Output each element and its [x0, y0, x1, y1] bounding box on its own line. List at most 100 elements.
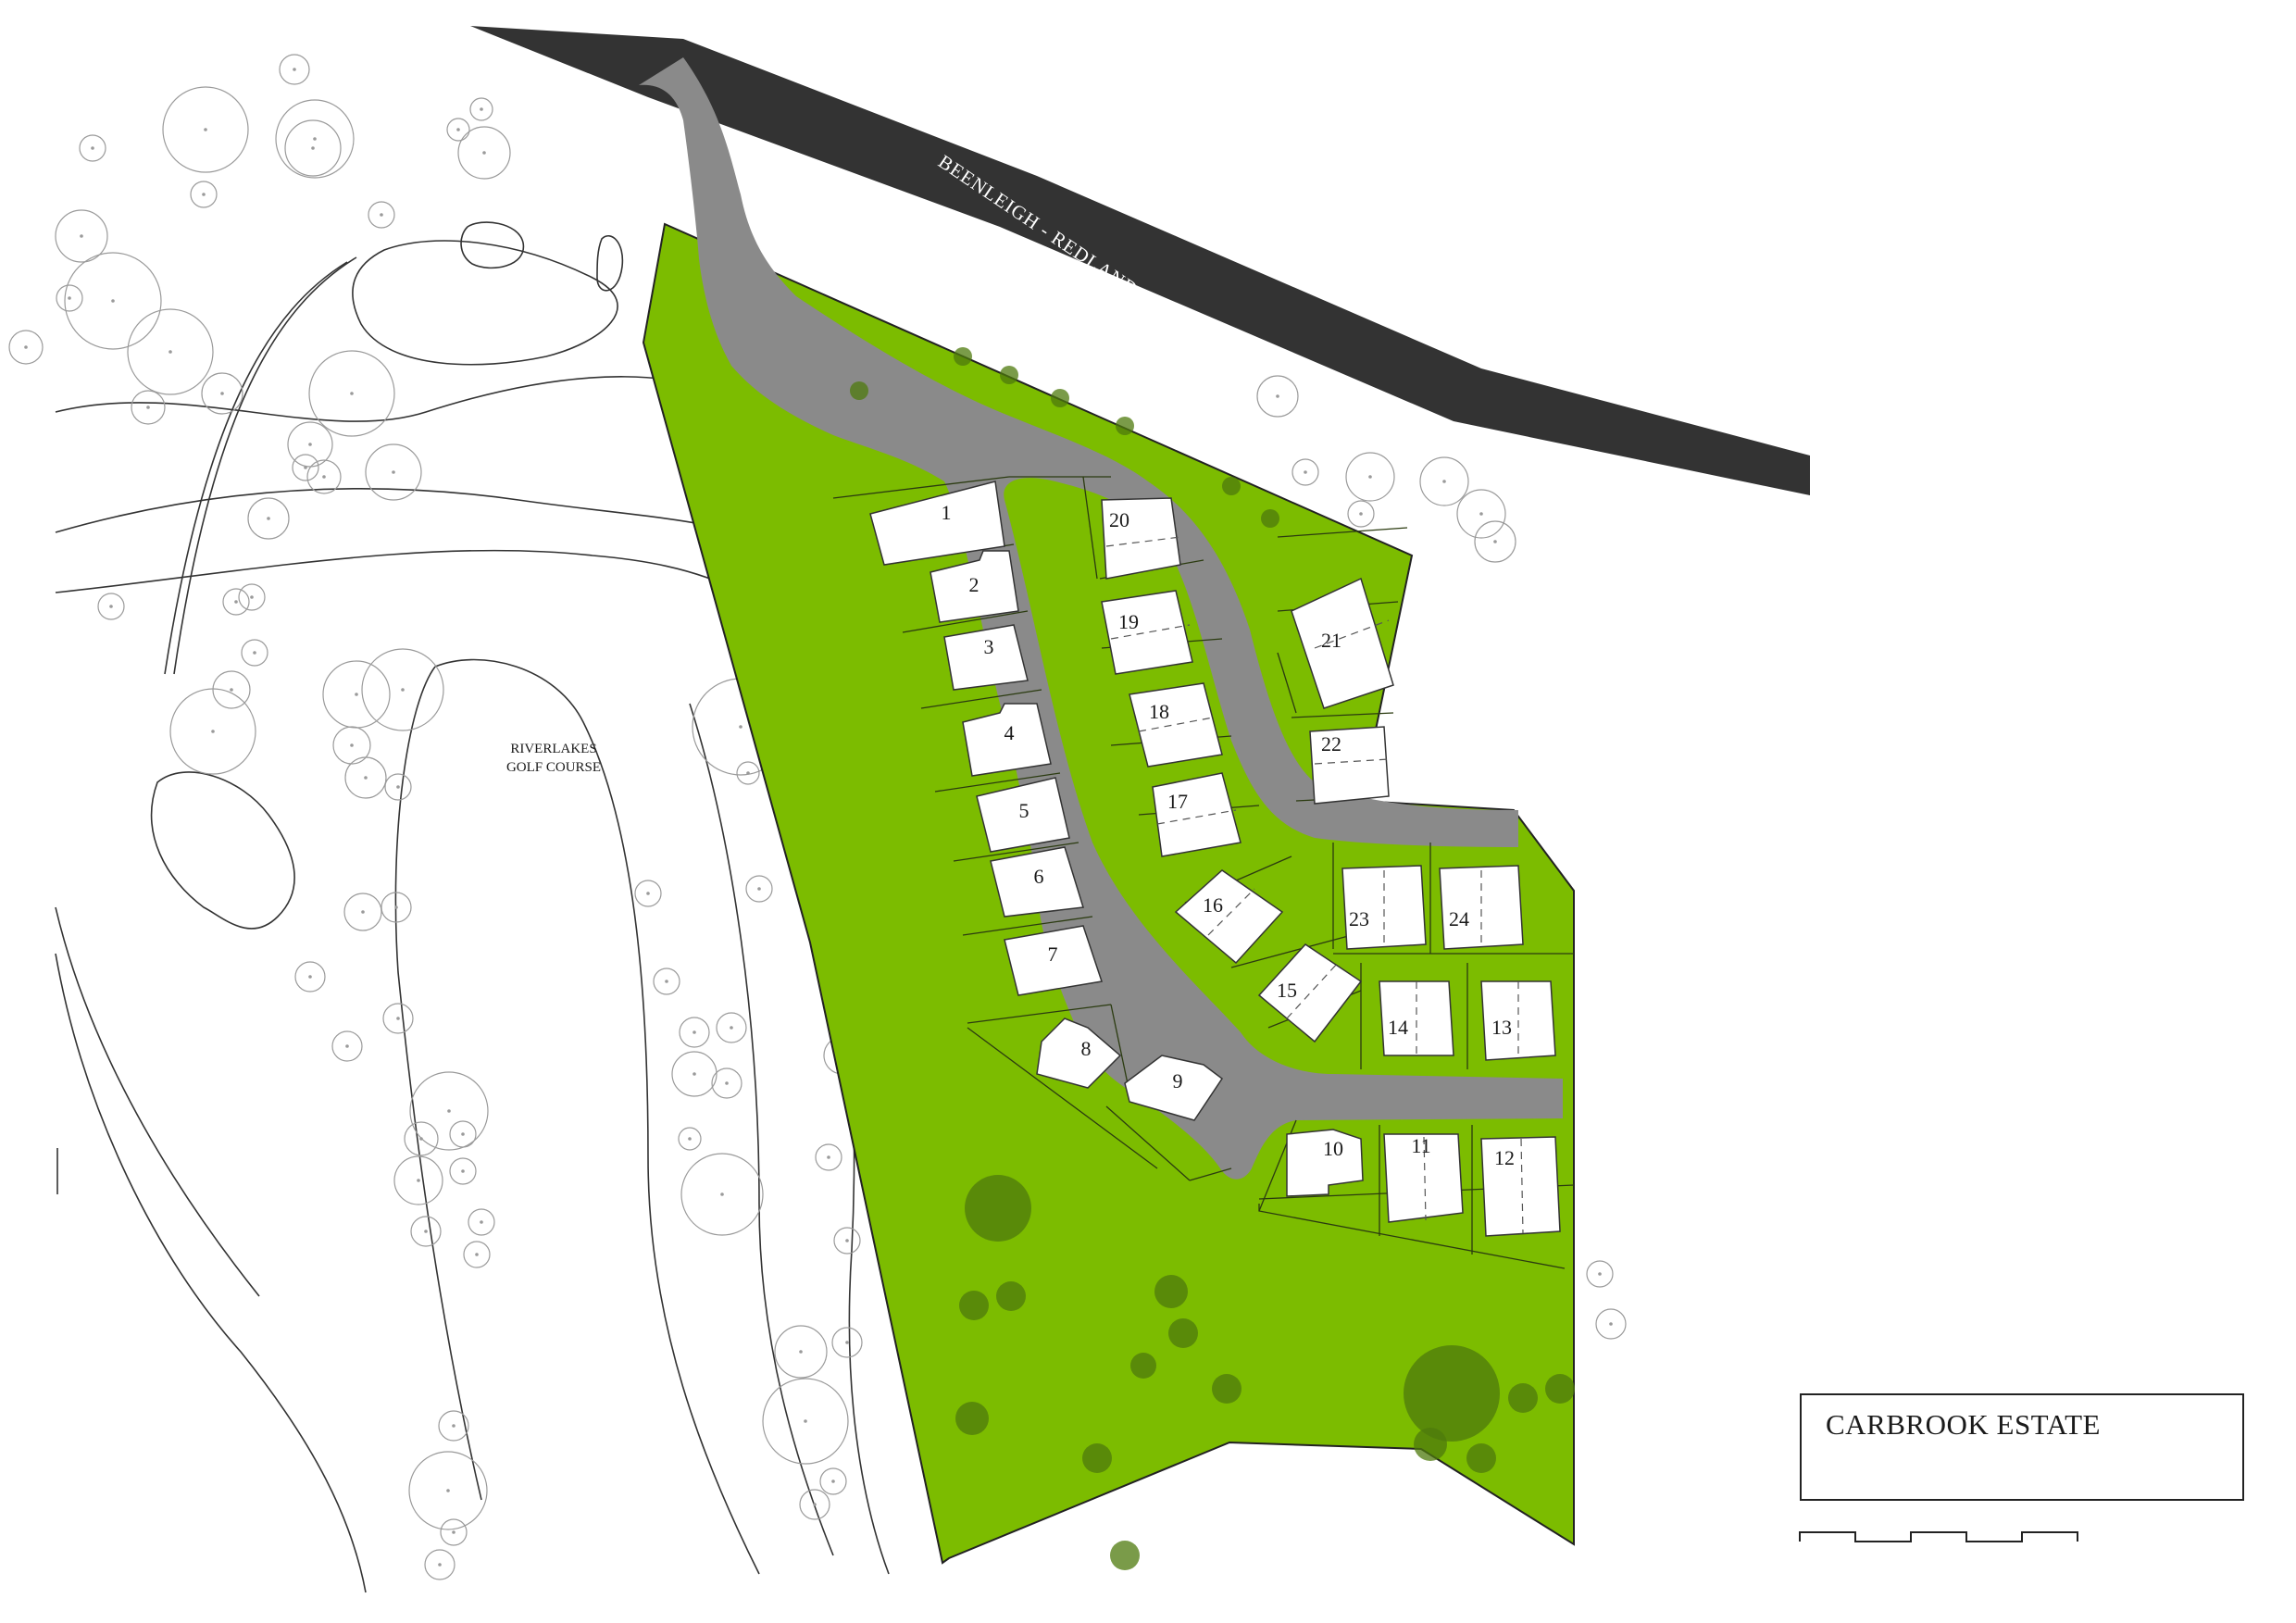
lot-number-21: 21	[1321, 629, 1341, 652]
lot-number-10: 10	[1323, 1137, 1343, 1160]
tree-icon	[850, 381, 868, 400]
lot-number-19: 19	[1118, 610, 1139, 633]
house-4	[962, 703, 1052, 777]
tree-icon	[212, 670, 251, 709]
lot-number-17: 17	[1167, 790, 1188, 813]
scale-bar-icon	[1799, 1531, 2078, 1542]
lot-number-13: 13	[1491, 1016, 1512, 1039]
tree-icon	[1414, 1428, 1447, 1461]
house-7	[1004, 925, 1103, 996]
tree-icon	[1404, 1345, 1500, 1442]
tree-icon	[1261, 509, 1279, 528]
lot-number-11: 11	[1411, 1134, 1430, 1157]
tree-icon	[169, 688, 256, 775]
tree-icon	[711, 1067, 742, 1099]
tree-icon	[457, 126, 511, 180]
tree-icon	[279, 54, 310, 85]
tree-icon	[1256, 375, 1299, 418]
tree-icon	[449, 1120, 477, 1148]
house-6	[990, 846, 1084, 918]
house-1	[869, 481, 1005, 566]
house-12	[1480, 1136, 1561, 1237]
lot-number-3: 3	[984, 635, 994, 658]
tree-icon	[287, 421, 333, 468]
house-18	[1129, 682, 1223, 768]
house-2	[930, 550, 1019, 623]
golf-course-lines	[55, 221, 890, 1593]
lot-number-14: 14	[1388, 1016, 1408, 1039]
tree-icon	[1082, 1443, 1112, 1473]
tree-icon	[833, 1227, 861, 1255]
plan-title: CARBROOK ESTATE	[1826, 1408, 2101, 1441]
tree-icon	[275, 99, 355, 179]
title-block: CARBROOK ESTATE	[1800, 1393, 2244, 1501]
tree-icon	[306, 459, 342, 494]
tree-icon	[247, 497, 290, 540]
tree-icon	[438, 1410, 469, 1442]
tree-icon	[162, 86, 249, 173]
tree-icon	[745, 875, 773, 903]
tree-icon	[954, 347, 972, 366]
tree-icon	[404, 1121, 439, 1156]
lot-number-16: 16	[1203, 893, 1223, 917]
tree-icon	[343, 893, 382, 931]
tree-icon	[955, 1402, 989, 1435]
house-5	[976, 777, 1070, 853]
tree-icon	[284, 119, 342, 177]
lot-number-6: 6	[1034, 865, 1044, 888]
tree-icon	[671, 1051, 718, 1097]
house-15	[1257, 943, 1363, 1043]
tree-icon	[292, 454, 319, 481]
tree-icon	[996, 1281, 1026, 1311]
tree-icon	[238, 583, 266, 611]
lot-number-18: 18	[1149, 700, 1169, 723]
house-20	[1101, 497, 1181, 580]
tree-icon	[736, 761, 760, 785]
tree-icon	[1212, 1374, 1242, 1404]
tree-icon	[680, 1153, 764, 1236]
house-23	[1341, 865, 1427, 950]
tree-icon	[449, 1157, 477, 1185]
tree-icon	[831, 1327, 863, 1358]
lot-number-8: 8	[1081, 1037, 1092, 1060]
houses	[869, 481, 1561, 1237]
tree-icon	[393, 1155, 443, 1205]
tree-icon	[1130, 1353, 1156, 1379]
house-24	[1439, 865, 1524, 950]
tree-icon	[1000, 366, 1018, 384]
tree-icon	[634, 880, 662, 907]
tree-icon	[815, 1143, 842, 1171]
house-19	[1101, 590, 1193, 675]
tree-icon	[1419, 456, 1469, 506]
duplex-dashes	[1105, 536, 1524, 1234]
tree-icon	[368, 201, 395, 229]
tree-icon	[1545, 1374, 1575, 1404]
tree-icon	[322, 660, 391, 729]
tree-icon	[1116, 417, 1134, 435]
house-10	[1286, 1129, 1364, 1197]
tree-icon	[1222, 477, 1241, 495]
tree-icon	[716, 1012, 747, 1043]
tree-icon	[64, 252, 162, 350]
tree-icon	[332, 726, 371, 765]
house-22	[1309, 726, 1390, 805]
tree-icon	[1154, 1275, 1188, 1308]
house-9	[1124, 1055, 1224, 1121]
tree-icon	[190, 181, 218, 208]
tree-icon	[131, 390, 166, 425]
golf-course-label-1: RIVERLAKES	[510, 742, 596, 756]
lot-number-9: 9	[1173, 1069, 1183, 1092]
tree-icon	[127, 308, 214, 395]
tree-icon	[799, 1489, 830, 1520]
tree-icon	[762, 1378, 849, 1465]
lot-number-4: 4	[1004, 721, 1015, 744]
tree-icon	[1051, 389, 1069, 407]
tree-icon	[965, 1175, 1031, 1242]
house-21	[1291, 577, 1394, 709]
tree-icon	[424, 1549, 455, 1580]
tree-icon	[1595, 1308, 1627, 1340]
lot-number-22: 22	[1321, 732, 1341, 755]
tree-icon	[1474, 520, 1516, 563]
tree-icon	[1292, 458, 1319, 486]
